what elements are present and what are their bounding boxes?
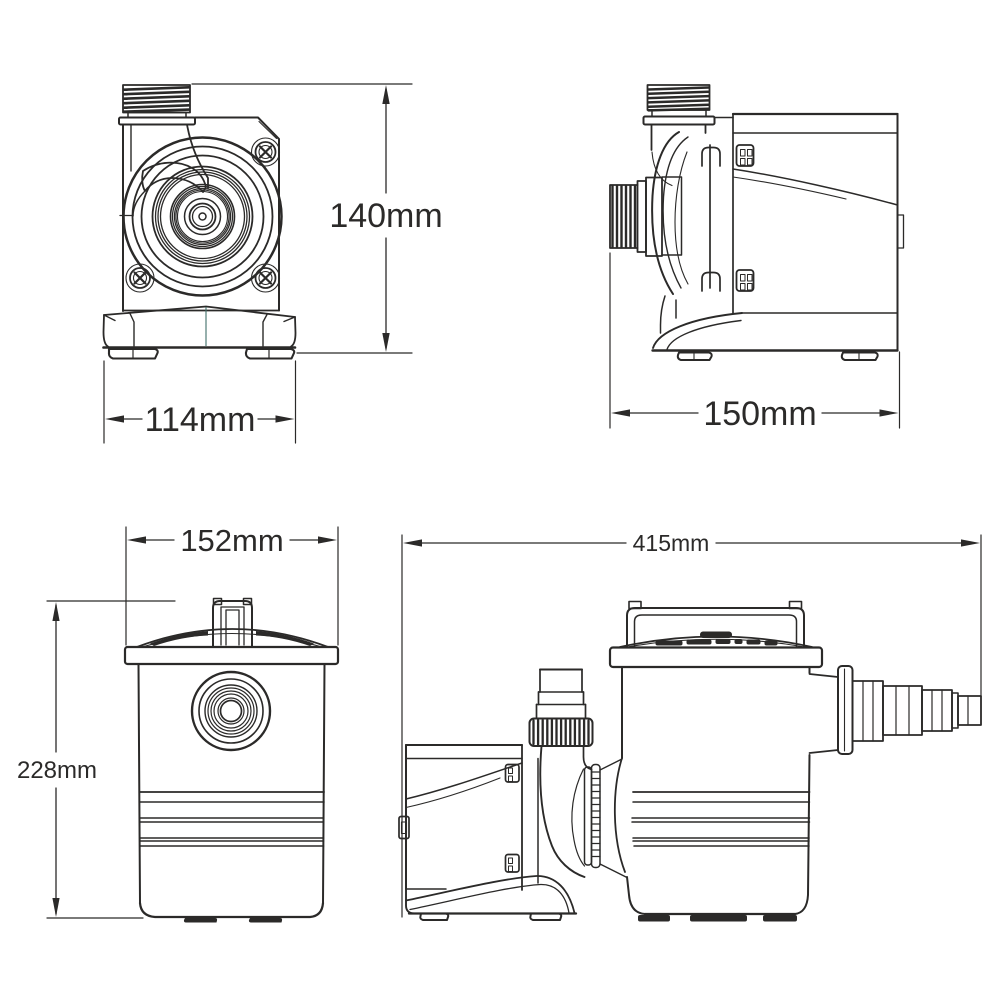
dimension-width-152: 152mm — [125, 523, 339, 646]
pump-side-view: 150mm — [609, 84, 905, 433]
outlet-pipe-assembly — [528, 668, 628, 879]
coupling-nut — [528, 717, 594, 747]
canister-body-side — [613, 666, 811, 922]
canister-lid-dome — [136, 628, 329, 648]
outlet-thread — [118, 84, 196, 126]
screw — [250, 137, 281, 167]
inlet-connector-side — [609, 176, 683, 257]
screw — [125, 263, 155, 293]
dimension-length-415: 415mm — [401, 530, 982, 918]
foot-pad — [840, 351, 879, 361]
assembly-canister — [608, 600, 982, 922]
screw — [250, 263, 281, 293]
motor-body-side — [701, 112, 905, 351]
foot-pad — [244, 347, 296, 360]
dim-label-415mm: 415mm — [633, 530, 710, 556]
stepped-hose-adapter — [851, 680, 982, 742]
canister-lid-dome-side — [619, 631, 813, 648]
latch-clip — [735, 144, 755, 167]
canister-lid-flange-side — [608, 646, 824, 669]
pump-front-view: 140mm 114mm — [102, 83, 443, 444]
union-gasket — [583, 763, 601, 869]
canister-lid-flange — [123, 645, 340, 666]
dim-label-114mm: 114mm — [145, 401, 256, 439]
assembly-pump — [398, 743, 578, 921]
latch-clip — [504, 853, 520, 873]
foot-pad — [107, 347, 159, 360]
housing-screws — [125, 137, 281, 293]
dimension-height-228: 228mm — [17, 600, 176, 919]
inlet-port-circles — [190, 670, 272, 752]
assembly-view: 415mm — [398, 530, 982, 922]
pump-head-profile — [651, 131, 689, 334]
canister-front-view: 152mm — [17, 523, 340, 923]
volute-cutwater — [119, 161, 207, 217]
pump-side-base — [651, 312, 899, 361]
dim-label-140mm: 140mm — [329, 197, 442, 235]
assembly-pump-base — [405, 875, 578, 921]
foot-pad — [676, 351, 713, 361]
latch-clip — [504, 763, 520, 783]
dim-label-152mm: 152mm — [180, 523, 283, 558]
dim-label-228mm: 228mm — [17, 757, 97, 784]
latch-clip — [735, 269, 755, 292]
canister-handle-front — [212, 597, 253, 648]
side-tab — [398, 815, 410, 840]
dimension-height-140: 140mm — [191, 83, 443, 354]
outlet-thread-side — [642, 84, 716, 151]
pump-front-base — [102, 305, 297, 360]
canister-body-front — [137, 663, 326, 923]
outlet-port-side — [808, 665, 854, 755]
dimension-depth-150: 150mm — [609, 252, 901, 433]
canister-handle-side — [626, 600, 805, 648]
dimension-width-114: 114mm — [103, 360, 297, 444]
dim-label-150mm: 150mm — [703, 395, 816, 433]
